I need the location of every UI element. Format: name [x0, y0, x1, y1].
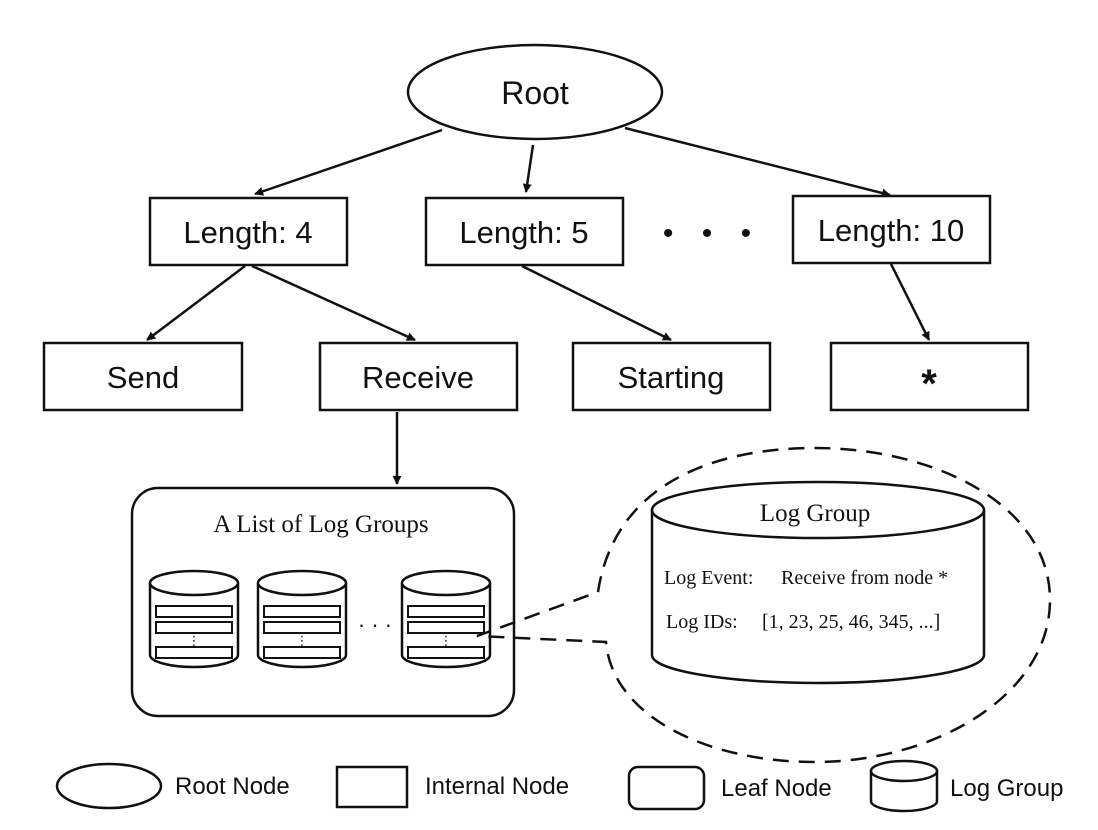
edge-root-length10 — [624, 126, 891, 198]
edge-root-length5 — [522, 144, 535, 193]
legend-item-root-node: Root Node — [55, 762, 290, 810]
legend-cylinder-icon — [869, 759, 939, 813]
internal-nodes-ellipsis: • • • — [663, 217, 761, 250]
root-edges — [254, 126, 891, 198]
log-group-item-ellipsis: ⋮ — [296, 633, 309, 648]
log-group-item-ellipsis: ⋮ — [440, 633, 453, 648]
legend-item-leaf-node: Leaf Node — [627, 765, 832, 811]
log-ids-label: Log IDs: — [666, 611, 738, 633]
log-event-value: Receive from node * — [781, 567, 948, 589]
internal-node-length-5: Length: 5 — [424, 196, 625, 267]
internal-node-label: Length: 5 — [459, 215, 588, 250]
log-event-label: Log Event: — [664, 567, 753, 589]
legend-label: Log Group — [950, 775, 1063, 802]
legend-label: Root Node — [175, 773, 290, 800]
log-group-detail-title: Log Group — [760, 500, 870, 527]
leaf-node-receive: Receive — [318, 341, 519, 412]
legend-item-internal-node: Internal Node — [335, 765, 569, 809]
root-node-label: Root — [501, 75, 569, 111]
log-group-list: A List of Log Groups ⋮ ⋮ · · · ⋮ — [130, 486, 516, 718]
legend-rounded-rectangle-icon — [627, 765, 706, 811]
internal-edges — [146, 263, 931, 342]
log-group-cylinder: ⋮ — [400, 569, 492, 669]
edge-length5-starting — [521, 264, 672, 342]
internal-node-label: Length: 10 — [818, 213, 965, 248]
log-group-cylinder: ⋮ — [148, 569, 240, 669]
leaf-node-wildcard: * — [829, 341, 1030, 412]
leaf-node-send: Send — [42, 341, 244, 412]
legend: Root Node Internal Node Leaf Node Log Gr… — [55, 759, 1063, 813]
leaf-node-label: Starting — [618, 360, 725, 395]
leaf-node-label: Send — [107, 360, 179, 395]
leaf-node-label: Receive — [362, 360, 474, 395]
log-group-list-title: A List of Log Groups — [213, 511, 428, 538]
edge-length4-send — [146, 265, 246, 341]
internal-node-length-10: Length: 10 — [791, 194, 992, 265]
legend-label: Leaf Node — [721, 775, 832, 802]
legend-label: Internal Node — [425, 773, 569, 800]
internal-node-length-4: Length: 4 — [148, 196, 349, 267]
internal-node-label: Length: 4 — [183, 215, 312, 250]
log-ids-value: [1, 23, 25, 46, 345, ...] — [762, 611, 940, 633]
log-group-callout: Log Group Log Event: Receive from node *… — [476, 446, 1052, 764]
legend-rectangle-icon — [335, 765, 409, 809]
root-node: Root — [406, 43, 664, 141]
edge-length4-receive — [251, 264, 416, 342]
leaf-node-starting: Starting — [571, 341, 772, 412]
log-group-item-ellipsis: ⋮ — [188, 633, 201, 648]
edge-root-length4 — [254, 128, 443, 196]
leaf-node-label: * — [921, 362, 937, 406]
log-group-cylinder: ⋮ — [256, 569, 348, 669]
edge-length10-wildcard — [889, 263, 931, 341]
legend-item-log-group: Log Group — [869, 759, 1063, 813]
log-group-detail-cylinder — [650, 480, 986, 685]
log-group-list-ellipsis: · · · — [358, 612, 392, 637]
legend-ellipse-icon — [55, 762, 163, 810]
